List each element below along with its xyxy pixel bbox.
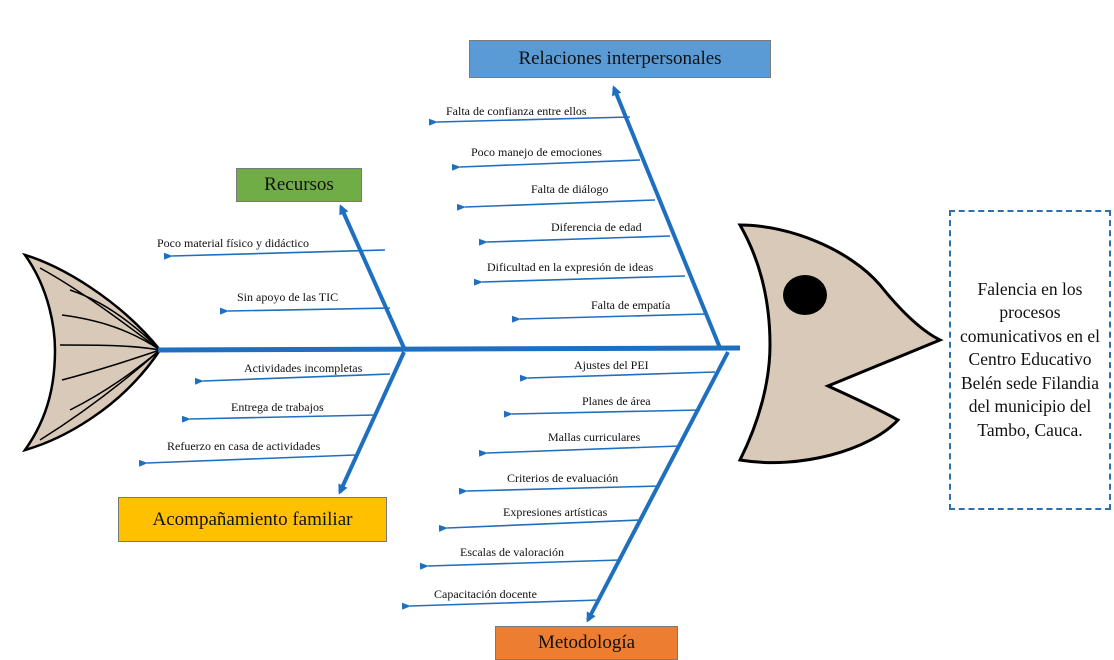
cause-label: Falta de empatía	[591, 298, 671, 312]
problem-statement: Falencia en los procesos comunicativos e…	[960, 278, 1100, 440]
cause-arrow	[194, 373, 391, 385]
category-label: Recursos	[264, 174, 334, 195]
cause-arrow	[478, 445, 681, 457]
category-metodologia: Metodología	[495, 626, 678, 660]
cause-arrow	[219, 307, 391, 315]
cause-arrow	[438, 519, 641, 532]
cause-arrow	[478, 235, 671, 246]
cause-arrow	[419, 559, 621, 570]
cause-arrow	[511, 313, 706, 323]
cause-label: Poco material físico y didáctico	[157, 236, 309, 250]
fish-tail	[21, 252, 162, 453]
cause-label: Escalas de valoración	[460, 545, 564, 559]
bone-acompanamiento	[338, 351, 406, 495]
category-label: Acompañamiento familiar	[152, 508, 353, 530]
cause-label: Falta de confianza entre ellos	[446, 104, 587, 118]
category-recursos: Recursos	[236, 168, 362, 202]
cause-label: Refuerzo en casa de actividades	[167, 439, 321, 453]
cause-arrow	[428, 116, 631, 126]
category-acompanamiento-familiar: Acompañamiento familiar	[118, 497, 387, 542]
cause-label: Capacitación docente	[434, 587, 537, 601]
cause-arrow	[138, 454, 356, 467]
problem-statement-box: Falencia en los procesos comunicativos e…	[949, 210, 1111, 510]
cause-arrow	[503, 409, 701, 418]
category-relaciones-interpersonales: Relaciones interpersonales	[469, 40, 771, 78]
cause-arrows	[138, 116, 716, 610]
cause-arrow	[401, 599, 601, 610]
cause-label: Entrega de trabajos	[231, 400, 324, 414]
fish-eye	[783, 275, 827, 315]
cause-label: Criterios de evaluación	[507, 471, 619, 485]
cause-label: Mallas curriculares	[548, 430, 641, 444]
cause-label: Falta de diálogo	[531, 182, 609, 196]
cause-arrow	[181, 414, 376, 423]
cause-label: Planes de área	[582, 394, 651, 408]
cause-arrow	[473, 275, 686, 286]
bone-recursos	[339, 204, 406, 349]
bone-relaciones	[612, 85, 722, 349]
cause-label: Ajustes del PEI	[574, 358, 649, 372]
fish-head	[737, 223, 944, 465]
cause-label: Actividades incompletas	[244, 361, 363, 375]
cause-arrow	[458, 485, 661, 495]
cause-label: Dificultad en la expresión de ideas	[487, 260, 654, 274]
cause-label: Poco manejo de emociones	[471, 145, 602, 159]
cause-arrow	[451, 159, 641, 171]
cause-label: Sin apoyo de las TIC	[237, 290, 339, 304]
spine	[157, 345, 741, 353]
category-label: Metodología	[537, 632, 636, 653]
cause-arrow	[163, 249, 386, 260]
cause-arrow	[456, 199, 656, 211]
cause-arrow	[519, 371, 716, 382]
cause-label: Diferencia de edad	[551, 220, 642, 234]
category-label: Relaciones interpersonales	[518, 48, 722, 69]
cause-label: Expresiones artísticas	[503, 505, 608, 519]
